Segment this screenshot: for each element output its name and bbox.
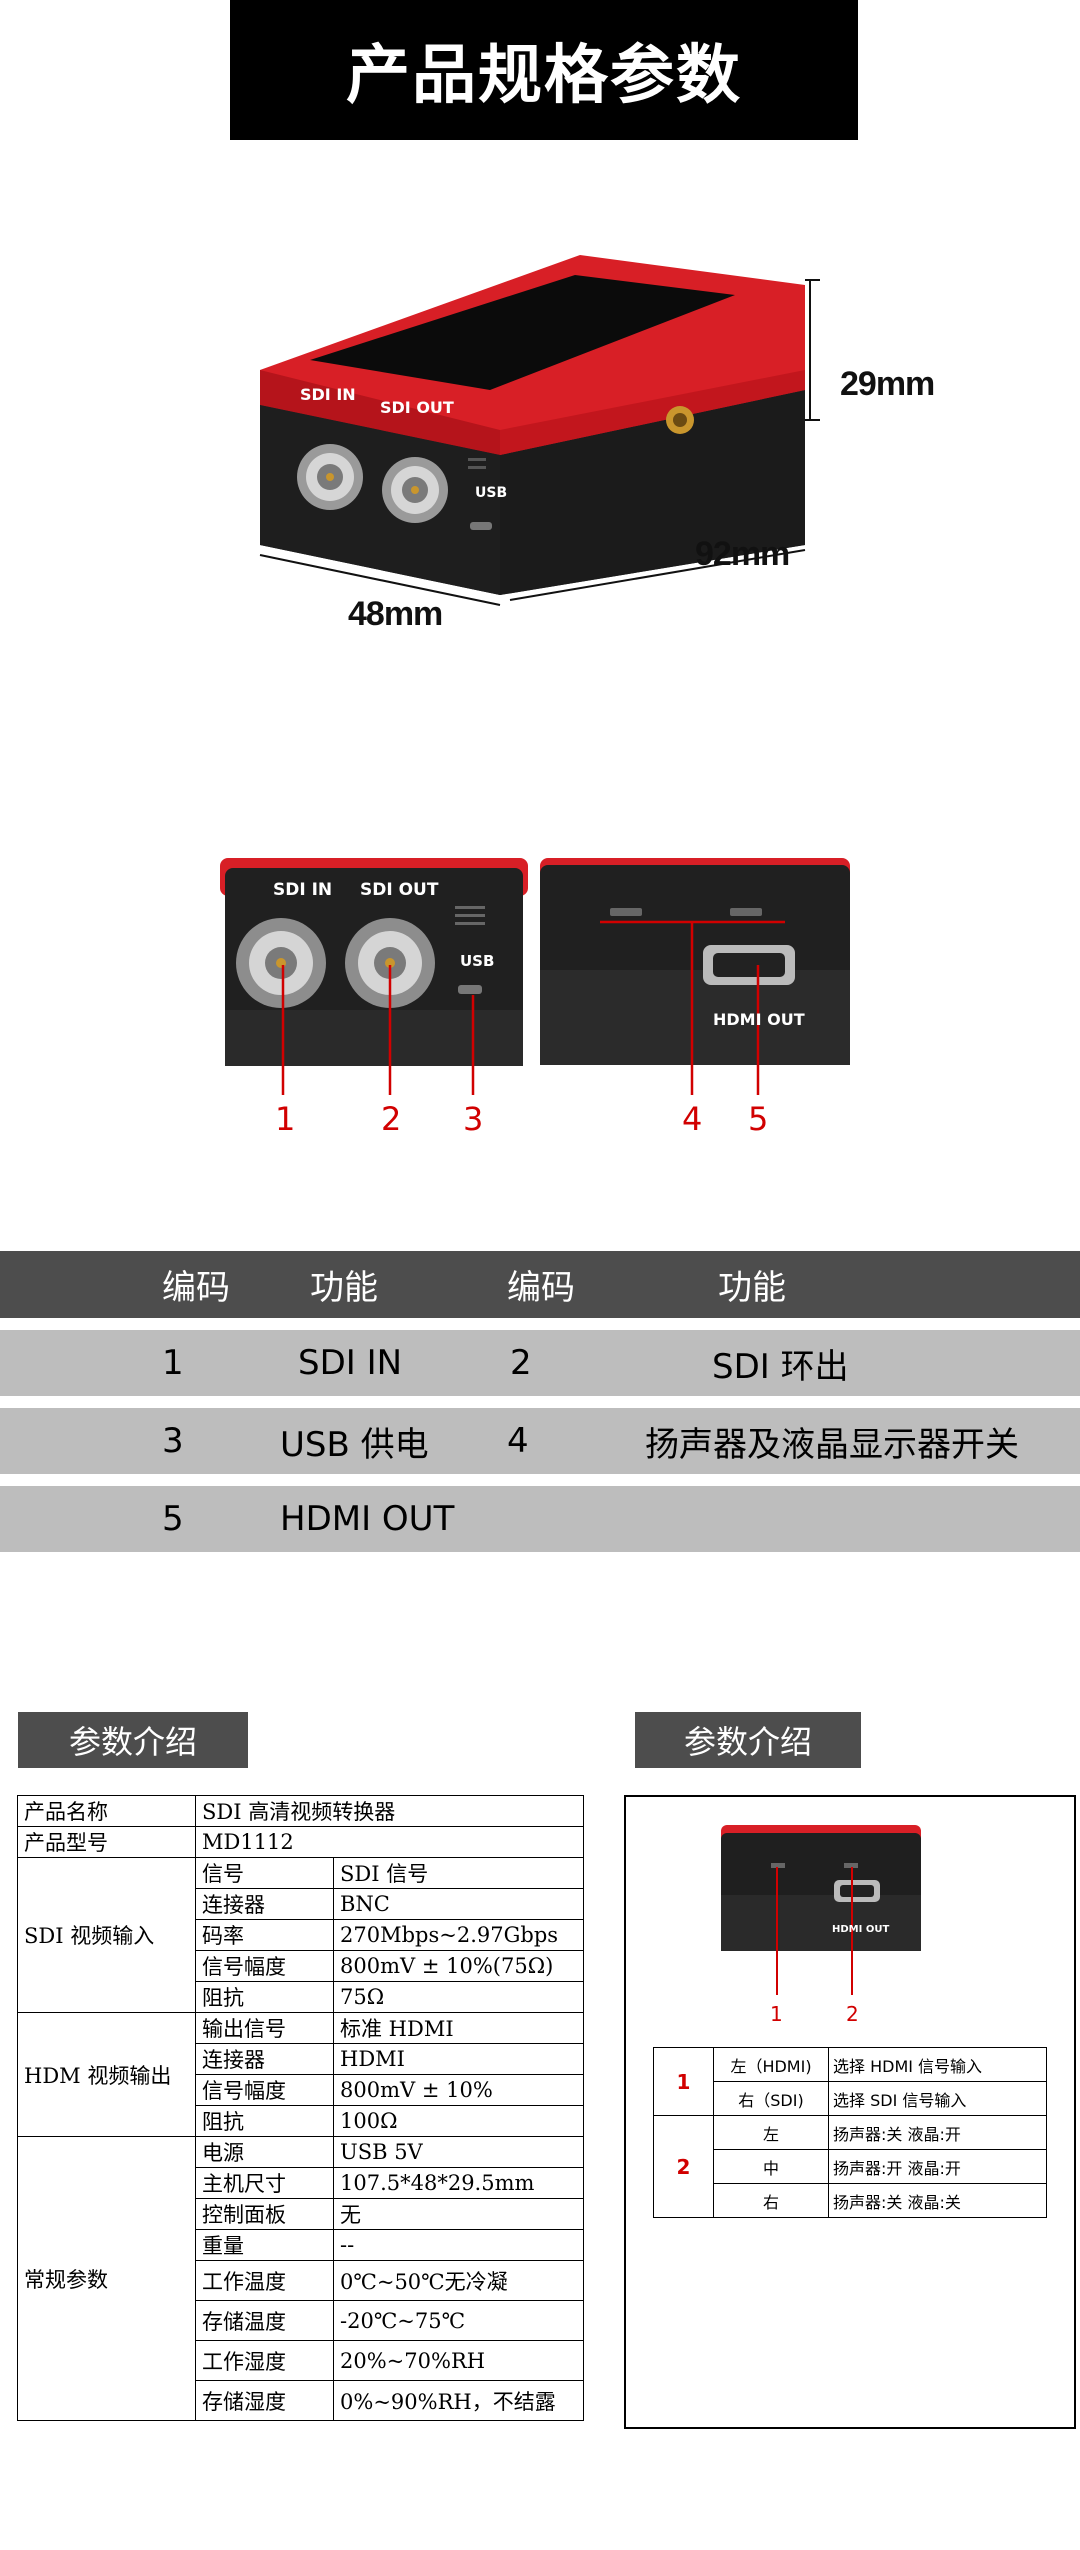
- spec-value: BNC: [333, 1888, 584, 1920]
- row3-code1: 5: [162, 1499, 184, 1539]
- spec-value: SDI 高清视频转换器: [195, 1795, 584, 1827]
- spec-key: 码率: [195, 1919, 334, 1951]
- spec-value: SDI 信号: [333, 1857, 584, 1889]
- spec-group: HDM 视频输出: [17, 2012, 196, 2137]
- header-function-1: 功能: [310, 1268, 378, 1308]
- spec-key: 控制面板: [195, 2198, 334, 2230]
- spec-key: 电源: [195, 2136, 334, 2168]
- sdi-out-label-front: SDI OUT: [360, 880, 439, 900]
- spec-label: 产品名称: [17, 1795, 196, 1827]
- spec-value: HDMI: [333, 2043, 584, 2075]
- spec-value: 0℃~50℃无冷凝: [333, 2260, 584, 2301]
- params-header-right: 参数介绍: [635, 1712, 861, 1768]
- code-table-row: 1 SDI IN 2 SDI 环出: [0, 1330, 1080, 1396]
- switch-position: 中: [713, 2149, 829, 2184]
- device-render: [259, 255, 820, 606]
- spec-value: 无: [333, 2198, 584, 2230]
- row3-func1: HDMI OUT: [280, 1499, 455, 1539]
- code-table-row: 3 USB 供电 4 扬声器及液晶显示器开关: [0, 1408, 1080, 1474]
- header-code-2: 编码: [507, 1268, 575, 1308]
- spec-value: 0%~90%RH，不结露: [333, 2380, 584, 2421]
- row1-code2: 2: [510, 1343, 532, 1383]
- sdi-in-label-front: SDI IN: [273, 880, 333, 900]
- spec-value: 107.5*48*29.5mm: [333, 2167, 584, 2199]
- row1-func2: SDI 环出: [712, 1346, 849, 1387]
- spec-key: 工作湿度: [195, 2340, 334, 2381]
- spec-value: 20%~70%RH: [333, 2340, 584, 2381]
- switch-position: 左: [713, 2115, 829, 2150]
- callout-3: 3: [463, 1100, 484, 1138]
- switch-function: 扬声器:关 液晶:开: [828, 2115, 1047, 2150]
- spec-value: 100Ω: [333, 2105, 584, 2137]
- spec-key: 重量: [195, 2229, 334, 2261]
- switch-panel: HDMI OUT 1 2 1 左（HDMI) 选择 HDMI 信号输入 右（SD…: [624, 1795, 1076, 2429]
- header-code-1: 编码: [162, 1268, 230, 1308]
- spec-key: 存储温度: [195, 2300, 334, 2341]
- usb-label-front: USB: [460, 952, 495, 970]
- spec-key: 存储湿度: [195, 2380, 334, 2421]
- switch-position: 左（HDMI): [713, 2047, 829, 2082]
- callout-1: 1: [275, 1100, 296, 1138]
- length-dimension: 92mm: [695, 535, 790, 573]
- switch-code: 2: [653, 2115, 714, 2218]
- switch-code: 1: [653, 2047, 714, 2116]
- spec-value: 800mV ± 10%: [333, 2074, 584, 2106]
- sdi-out-label-top: SDI OUT: [380, 398, 454, 417]
- right-callout-1: 1: [770, 2002, 783, 2026]
- callout-4: 4: [682, 1100, 703, 1138]
- row2-func2: 扬声器及液晶显示器开关: [645, 1424, 1019, 1465]
- spec-key: 信号: [195, 1857, 334, 1889]
- hdmi-out-label-back: HDMI OUT: [713, 1010, 805, 1029]
- switch-position: 右（SDI): [713, 2081, 829, 2116]
- width-dimension: 48mm: [348, 595, 443, 633]
- header-function-2: 功能: [718, 1268, 786, 1308]
- device-back-small: [721, 1825, 921, 1995]
- code-table-row: 5 HDMI OUT: [0, 1486, 1080, 1552]
- spec-group: 常规参数: [17, 2136, 196, 2421]
- switch-function: 选择 HDMI 信号输入: [828, 2047, 1047, 2082]
- spec-table: 产品名称 SDI 高清视频转换器 产品型号 MD1112 SDI 视频输入 信号…: [17, 1795, 584, 2421]
- code-table-header: 编码 功能 编码 功能: [0, 1251, 1080, 1318]
- spec-key: 主机尺寸: [195, 2167, 334, 2199]
- spec-value: MD1112: [195, 1826, 584, 1858]
- spec-key: 输出信号: [195, 2012, 334, 2044]
- spec-key: 连接器: [195, 2043, 334, 2075]
- row2-func1: USB 供电: [280, 1424, 429, 1465]
- spec-value: --: [333, 2229, 584, 2261]
- switch-table: 1 左（HDMI) 选择 HDMI 信号输入 右（SDI) 选择 SDI 信号输…: [653, 2047, 1047, 2218]
- row2-code1: 3: [162, 1421, 184, 1461]
- height-dimension: 29mm: [840, 365, 935, 403]
- spec-value: 75Ω: [333, 1981, 584, 2013]
- right-callout-2: 2: [846, 2002, 859, 2026]
- callout-5: 5: [748, 1100, 769, 1138]
- spec-key: 信号幅度: [195, 2074, 334, 2106]
- row2-code2: 4: [507, 1421, 529, 1461]
- spec-value: 270Mbps~2.97Gbps: [333, 1919, 584, 1951]
- spec-label: 产品型号: [17, 1826, 196, 1858]
- spec-group: SDI 视频输入: [17, 1857, 196, 2013]
- spec-key: 连接器: [195, 1888, 334, 1920]
- callout-2: 2: [381, 1100, 402, 1138]
- switch-position: 右: [713, 2183, 829, 2218]
- row1-func1: SDI IN: [298, 1343, 403, 1383]
- sdi-in-label-top: SDI IN: [300, 385, 356, 404]
- spec-value: USB 5V: [333, 2136, 584, 2168]
- spec-key: 阻抗: [195, 2105, 334, 2137]
- usb-label-top: USB: [475, 485, 508, 501]
- spec-value: 800mV ± 10%(75Ω): [333, 1950, 584, 1982]
- switch-function: 扬声器:开 液晶:开: [828, 2149, 1047, 2184]
- switch-function: 选择 SDI 信号输入: [828, 2081, 1047, 2116]
- spec-key: 信号幅度: [195, 1950, 334, 1982]
- switch-function: 扬声器:关 液晶:关: [828, 2183, 1047, 2218]
- row1-code1: 1: [162, 1343, 184, 1383]
- page-title: 产品规格参数: [230, 0, 858, 140]
- hdmi-out-label-small: HDMI OUT: [832, 1924, 890, 1935]
- port-views: [220, 858, 850, 1095]
- params-header-left: 参数介绍: [18, 1712, 248, 1768]
- spec-key: 工作温度: [195, 2260, 334, 2301]
- spec-value: 标准 HDMI: [333, 2012, 584, 2044]
- spec-key: 阻抗: [195, 1981, 334, 2013]
- spec-value: -20℃~75℃: [333, 2300, 584, 2341]
